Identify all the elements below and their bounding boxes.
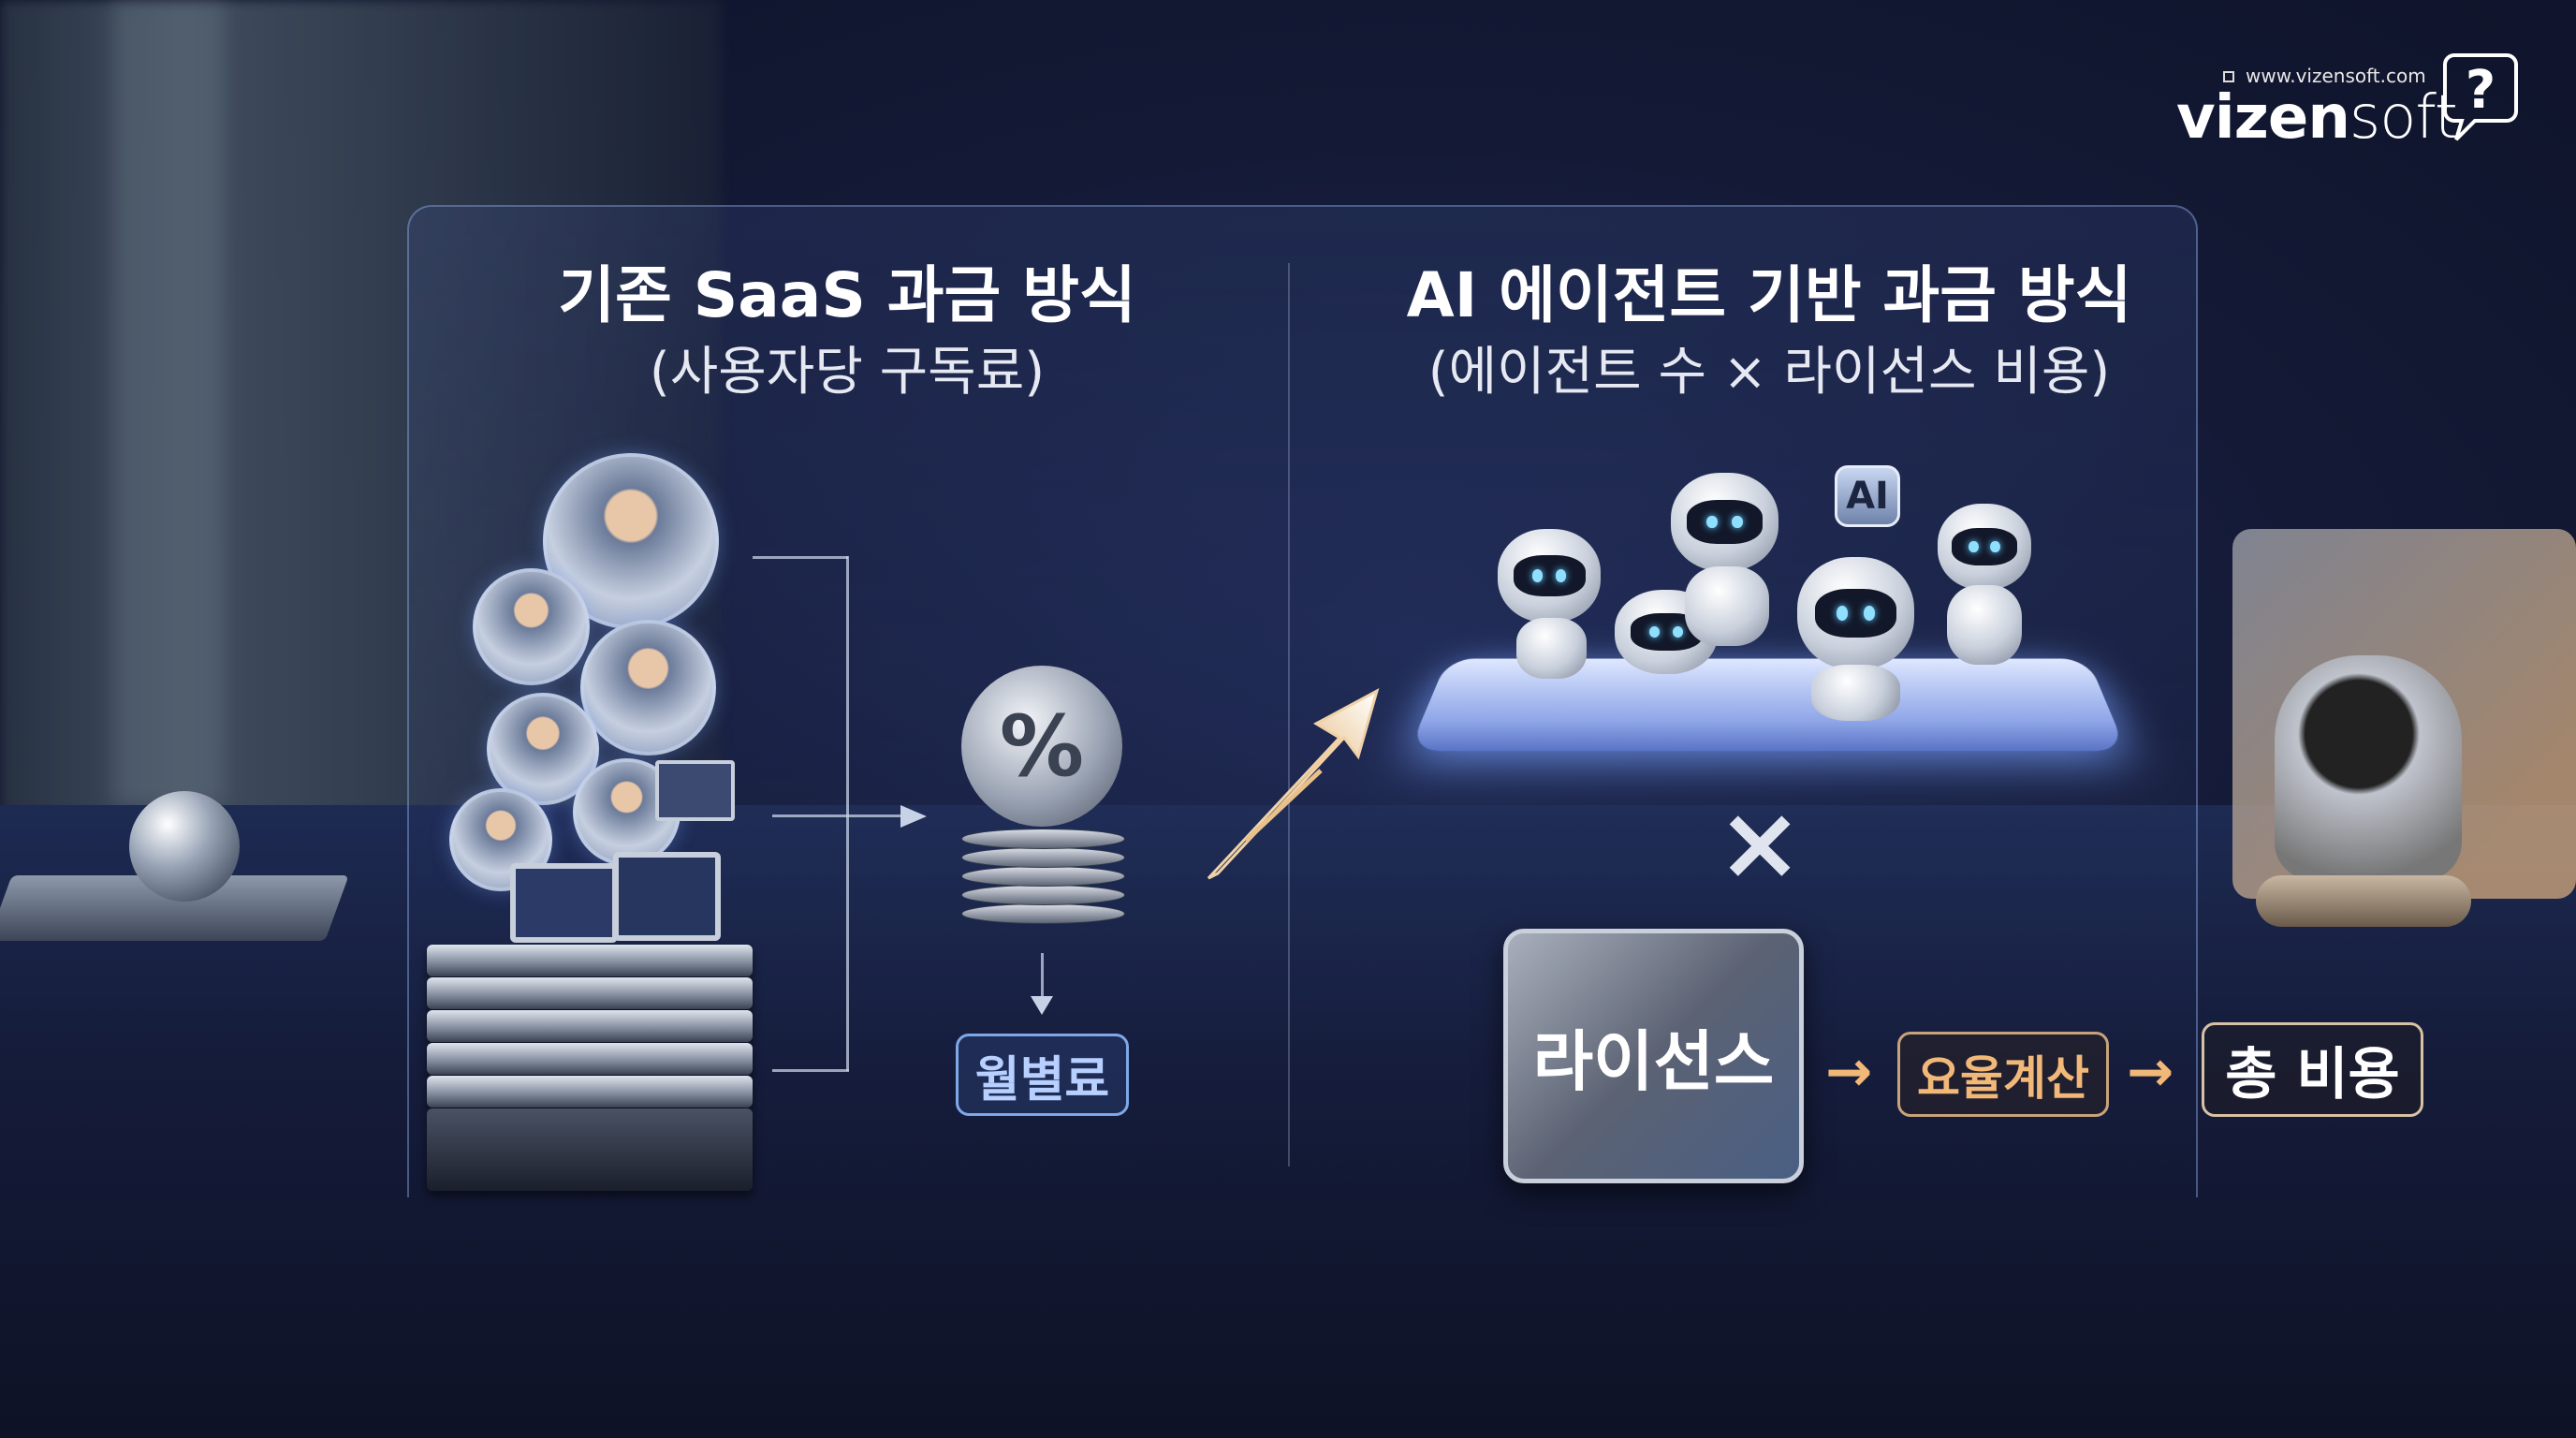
rate-calculation-badge: 요율계산 [1897,1032,2109,1117]
arrow-right-icon: → [2127,1039,2174,1105]
connector-line [753,556,848,559]
background-sphere [129,791,240,902]
growth-arrow-icon [1199,682,1386,883]
ai-robot-icon [1938,504,2031,590]
total-cost-badge: 총 비용 [2202,1022,2423,1117]
coin-stack [961,903,1125,924]
monitor-icon [510,863,618,943]
server-plate [427,945,753,976]
server-plate [427,1043,753,1075]
server-plate [427,1010,753,1042]
arrow-right-icon: → [1825,1039,1872,1105]
background-window-frame [112,0,225,805]
robot-platform [1409,659,2127,752]
robot-body [1685,566,1769,646]
server-plate [427,1076,753,1108]
checkbox-icon [2223,71,2234,82]
connector-line [846,556,849,1071]
right-title: AI 에이전트 기반 과금 방식 [1367,245,2172,335]
connector-arrow-line [772,814,903,817]
robot-body [1811,665,1900,721]
server-base [427,1108,753,1191]
background-speaker-device [2275,655,2462,880]
coin-stack [961,885,1125,905]
multiply-sign: × [1717,791,1792,894]
server-plate [427,977,753,1009]
connector-line [772,1069,849,1072]
logo: www.vizensoft.com vizensoft ? [2176,50,2532,153]
down-arrow-icon [1041,953,1044,1000]
license-block: 라이선스 [1503,929,1804,1183]
user-avatar-icon [580,620,716,756]
coin-stack [961,829,1125,849]
percent-coin-icon: % [961,666,1122,827]
left-title: 기존 SaaS 과금 방식 [496,245,1198,335]
document-icon [655,760,735,821]
user-avatar-icon [473,568,590,685]
ai-robot-icon [1498,529,1601,623]
robot-body [1516,618,1587,679]
ai-robot-icon [1797,557,1914,669]
left-subtitle: (사용자당 구독료) [496,330,1198,405]
monthly-fee-badge: 월별료 [956,1034,1129,1116]
logo-brand-light: soft [2349,83,2457,153]
robot-body [1947,585,2022,665]
question-speech-bubble-icon: ? [2443,51,2518,136]
svg-text:?: ? [2466,60,2496,121]
down-arrow-head-icon [1031,996,1053,1015]
coin-stack [961,866,1125,887]
ai-badge: AI [1835,465,1900,527]
logo-brand-bold: vizen [2176,83,2349,153]
monitor-icon [613,852,721,941]
arrow-right-icon [900,805,927,828]
background-device-base [2256,875,2471,927]
coin-stack [961,847,1125,868]
right-subtitle: (에이전트 수 × 라이선스 비용) [1367,330,2172,405]
ai-robot-icon [1671,473,1778,571]
